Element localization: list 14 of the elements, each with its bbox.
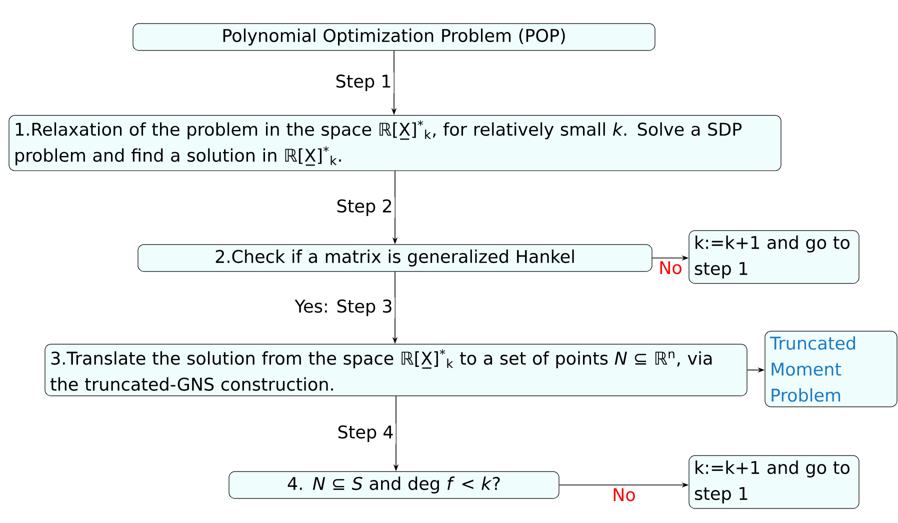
- edge-label: Step 4: [335, 423, 396, 444]
- process-box: 1.Relaxation of the problem in the space ℝ[X̲]$^{*}$$_{k}$, for relatively small k. Solve a SDP problem and find a solution in ℝ[X̲]$^{*}$$_{k}$.: [8, 114, 782, 172]
- process-box: 3.Translate the solution from the space ℝ[X̲]$^{*}$$_{k}$ to a set of points N ⊆ ℝ$^{n}$, via the truncated-GNS construction.: [44, 344, 748, 396]
- edge-label: No: [660, 261, 682, 274]
- decision-box: 2.Check if a matrix is generalized Hankel: [138, 244, 652, 272]
- decision-box: 4. N ⊆ S and deg f < k?: [228, 471, 560, 499]
- edge-label: No: [614, 488, 635, 502]
- process-box: k:=k+1 and go to step 1: [688, 455, 860, 509]
- process-box: Polynomial Optimization Problem (POP): [132, 23, 656, 51]
- edge-label: Step 2: [334, 197, 395, 218]
- process-box: k:=k+1 and go to step 1: [688, 230, 860, 284]
- note-box: Truncated Moment Problem: [764, 330, 898, 408]
- edge-label: Yes: Step 3: [292, 298, 395, 318]
- edge-label: Step 1: [333, 72, 394, 94]
